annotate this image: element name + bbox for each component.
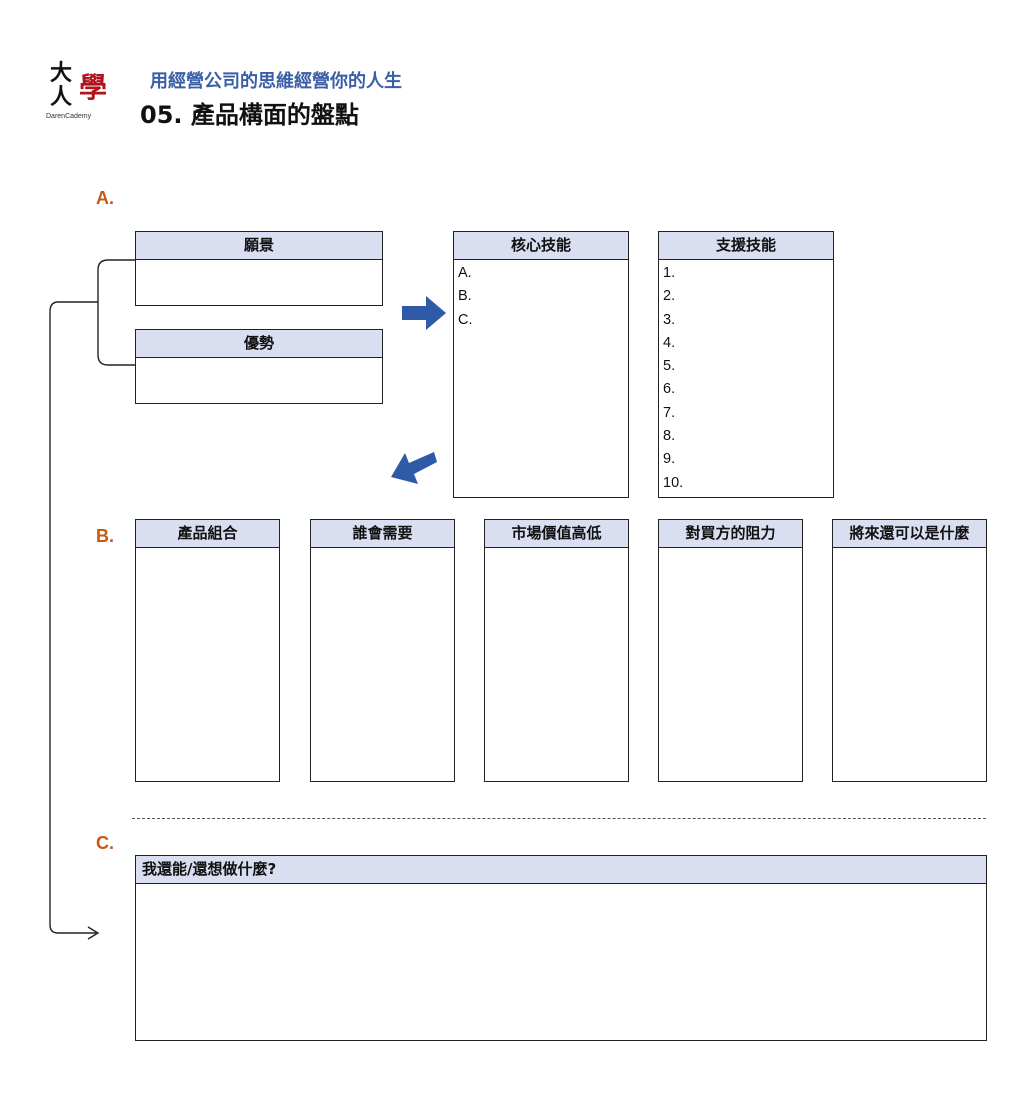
bracket-connector <box>49 301 98 934</box>
support-skill-item: 1. <box>663 265 676 281</box>
down-left-arrow-icon <box>391 452 437 484</box>
product-mix-header: 產品組合 <box>136 520 279 548</box>
what-else-header: 我還能/還想做什麼? <box>136 856 986 884</box>
support-skill-item: 6. <box>663 381 676 398</box>
support-skill-item: 5. <box>663 358 676 375</box>
who-needs-box[interactable]: 誰會需要 <box>310 519 455 782</box>
support-skill-item: 3. <box>663 311 676 328</box>
logo-subtext: DarenCademy <box>46 113 92 120</box>
advantage-box[interactable]: 優勢 <box>135 329 383 404</box>
support-skill-item: 10. <box>663 474 684 491</box>
market-value-header: 市場價值高低 <box>485 520 628 548</box>
future-possibility-header: 將來還可以是什麼 <box>833 520 986 548</box>
support-skills-box[interactable]: 支援技能 1. 2. 3. 4. 5. 6. 7. 8. 9. 10. <box>658 231 834 498</box>
section-a-letter: A. <box>96 188 114 208</box>
logo-xue-mark: 學 <box>79 68 107 106</box>
advantage-header: 優勢 <box>136 330 382 358</box>
support-skill-item: 2. <box>663 288 676 305</box>
section-b-letter: B. <box>96 526 114 546</box>
product-mix-box[interactable]: 產品組合 <box>135 519 280 782</box>
what-else-box[interactable]: 我還能/還想做什麼? <box>135 855 987 1041</box>
core-skill-item: C. <box>458 311 473 328</box>
support-skills-list: 1. 2. 3. 4. 5. 6. 7. 8. 9. 10. <box>659 260 833 495</box>
support-skill-item: 7. <box>663 404 676 421</box>
market-value-box[interactable]: 市場價值高低 <box>484 519 629 782</box>
core-skills-list: A. B. C. <box>454 260 628 332</box>
vision-box[interactable]: 願景 <box>135 231 383 306</box>
core-skill-item: A. <box>458 265 472 281</box>
page-subtitle: 用經營公司的思維經營你的人生 <box>150 71 402 92</box>
right-arrow-icon <box>402 296 446 330</box>
support-skill-item: 9. <box>663 451 676 468</box>
support-skills-header: 支援技能 <box>659 232 833 260</box>
logo-char-da: 大 <box>50 61 73 86</box>
return-arrowhead <box>87 926 100 940</box>
core-skills-header: 核心技能 <box>454 232 628 260</box>
who-needs-header: 誰會需要 <box>311 520 454 548</box>
logo-char-ren: 人 <box>50 85 73 110</box>
support-skill-item: 8. <box>663 428 676 445</box>
logo-char-xue: 學 <box>79 71 107 104</box>
future-possibility-box[interactable]: 將來還可以是什麼 <box>832 519 987 782</box>
core-skill-item: B. <box>458 288 472 305</box>
bracket-line <box>97 259 135 366</box>
vision-header: 願景 <box>136 232 382 260</box>
section-c-letter: C. <box>96 833 114 853</box>
support-skill-item: 4. <box>663 334 676 351</box>
buyer-resistance-header: 對買方的阻力 <box>659 520 802 548</box>
section-divider <box>132 818 986 819</box>
core-skills-box[interactable]: 核心技能 A. B. C. <box>453 231 629 498</box>
page-title: 05. 產品構面的盤點 <box>140 101 359 129</box>
buyer-resistance-box[interactable]: 對買方的阻力 <box>658 519 803 782</box>
